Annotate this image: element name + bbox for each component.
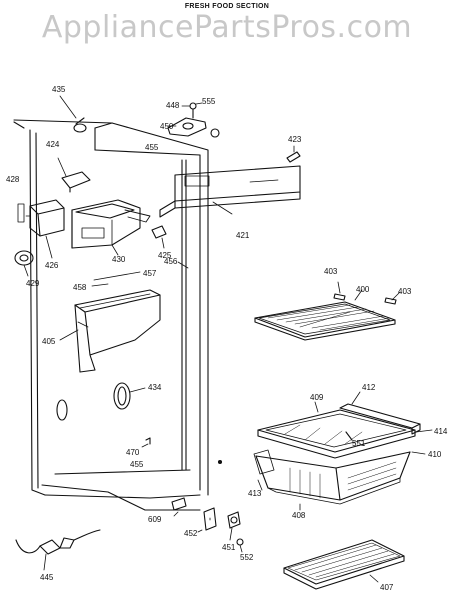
part-423-lamp [286, 145, 301, 163]
label-455-upper: 455 [145, 143, 159, 152]
label-457: 457 [143, 269, 157, 278]
label-452: 452 [184, 529, 198, 538]
part-450-bracket [167, 102, 220, 138]
label-435: 435 [52, 85, 66, 94]
part-424-thermostat [57, 157, 91, 193]
label-551: 551 [352, 439, 366, 448]
liner-opening [56, 399, 68, 421]
label-409: 409 [310, 393, 324, 402]
section-title: FRESH FOOD SECTION [184, 3, 270, 10]
part-445-harness [15, 529, 101, 571]
cabinet-liner [13, 119, 209, 511]
label-609: 609 [148, 515, 162, 524]
part-400-shelf [254, 281, 401, 341]
label-408: 408 [292, 511, 306, 520]
label-413: 413 [248, 489, 262, 498]
part-551-fastener [345, 431, 353, 441]
label-414: 414 [434, 427, 448, 436]
label-407: 407 [380, 583, 394, 592]
part-429-knob [14, 250, 34, 277]
callout-labels: 435 448 555 450 423 424 455 428 426 430 … [6, 85, 448, 592]
label-430: 430 [112, 255, 126, 264]
label-455-lower: 455 [130, 460, 144, 469]
part-425-plug [151, 225, 167, 249]
label-426: 426 [45, 261, 59, 270]
part-405-cover [59, 289, 161, 373]
label-403-left: 403 [324, 267, 338, 276]
part-421-control-panel [159, 165, 301, 218]
part-452-plate [197, 507, 217, 533]
label-421: 421 [236, 231, 250, 240]
label-450: 450 [160, 122, 174, 131]
label-555: 555 [202, 97, 216, 106]
label-424: 424 [46, 140, 60, 149]
label-470: 470 [126, 448, 140, 457]
label-552: 552 [240, 553, 254, 562]
label-451: 451 [222, 543, 236, 552]
label-448: 448 [166, 101, 180, 110]
part-470-screw [141, 437, 151, 448]
label-423: 423 [288, 135, 302, 144]
part-609-spacer [171, 497, 187, 517]
label-458: 458 [73, 283, 87, 292]
part-552-screw [236, 538, 244, 553]
part-435-grommet [59, 95, 87, 133]
label-412: 412 [362, 383, 376, 392]
label-456: 456 [164, 257, 178, 266]
label-405: 405 [42, 337, 56, 346]
label-400: 400 [356, 285, 370, 294]
part-407-shelf [283, 539, 405, 590]
part-409-crisper-cover [257, 401, 433, 459]
part-408-crisper-pan [253, 449, 426, 511]
leaders-457-458 [91, 261, 189, 287]
label-434: 434 [148, 383, 162, 392]
part-434-grommet [113, 382, 146, 410]
label-429: 429 [26, 279, 40, 288]
part-426-switch [17, 199, 65, 259]
label-428: 428 [6, 175, 20, 184]
label-403-right: 403 [398, 287, 412, 296]
label-425: 425 [158, 251, 172, 260]
part-451-hinge [227, 511, 241, 541]
watermark: AppliancePartsPros.com [41, 10, 413, 45]
label-445: 445 [40, 573, 54, 582]
label-410: 410 [428, 450, 442, 459]
part-430-control-assembly [71, 199, 151, 256]
